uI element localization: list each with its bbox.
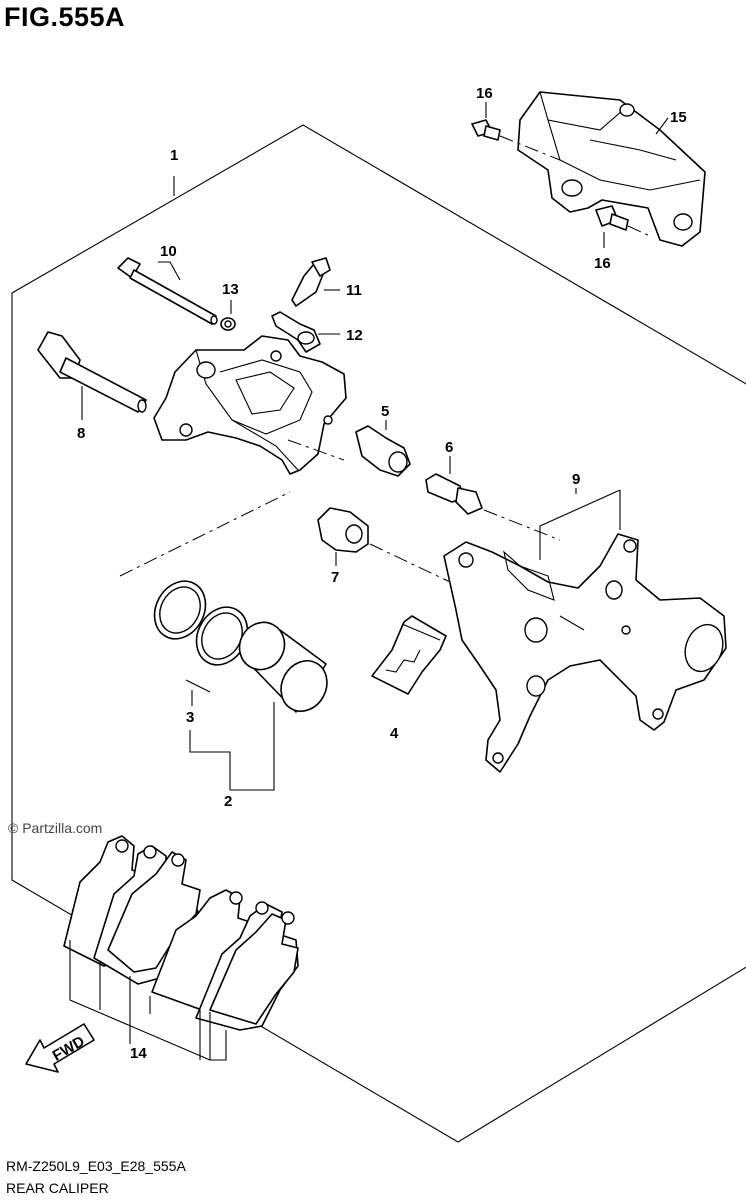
callout-2: 2 [224, 793, 232, 810]
slide-pin-part-8 [37, 331, 147, 413]
o-ring-part-13 [220, 317, 236, 331]
slide-pin-part-10 [117, 257, 218, 325]
boot-part-7 [317, 507, 369, 553]
callout-15: 15 [670, 109, 687, 126]
callout-7: 7 [331, 569, 339, 586]
piston-seal-part-3b [195, 606, 249, 666]
bleeder-valve-part-11 [291, 257, 331, 307]
callout-10: 10 [160, 243, 177, 260]
leader-lines [69, 102, 669, 1061]
callout-1: 1 [170, 147, 178, 164]
callout-14: 14 [130, 1045, 147, 1062]
diagram-name: REAR CALIPER [6, 1180, 109, 1196]
callout-9: 9 [572, 471, 580, 488]
callout-4: 4 [390, 725, 399, 742]
callout-6: 6 [445, 439, 453, 456]
figure-title: FIG.555A [4, 2, 126, 32]
callout-12: 12 [346, 327, 363, 344]
callout-16-lower: 16 [594, 255, 611, 272]
callout-5: 5 [381, 403, 389, 420]
sleeve-part-6 [425, 473, 483, 515]
piston-seal-part-3a [153, 580, 207, 640]
diagram-code: RM-Z250L9_E03_E28_555A [6, 1158, 186, 1174]
assembly-outline [11, 124, 746, 1143]
callout-16-upper: 16 [476, 85, 493, 102]
callout-8: 8 [77, 425, 85, 442]
callout-13: 13 [222, 281, 239, 298]
piston-part-2 [238, 621, 328, 713]
brake-pads-part-14 [63, 835, 299, 1031]
watermark-text: © Partzilla.com [8, 820, 103, 836]
callout-11: 11 [346, 282, 362, 299]
callout-labels: 1 2 3 4 5 6 7 8 9 10 11 12 13 14 15 16 1… [77, 85, 687, 1062]
pad-spring-part-4 [371, 615, 447, 695]
bolt-part-16-upper [471, 119, 501, 141]
caliper-bracket-part-9 [443, 533, 727, 773]
caliper-body [153, 335, 347, 475]
boot-part-5 [355, 425, 411, 477]
fwd-arrow-icon: FWD [25, 1023, 95, 1073]
bleeder-cap-part-12 [271, 311, 321, 353]
bolt-part-16-lower [595, 205, 629, 231]
callout-3: 3 [186, 709, 194, 726]
